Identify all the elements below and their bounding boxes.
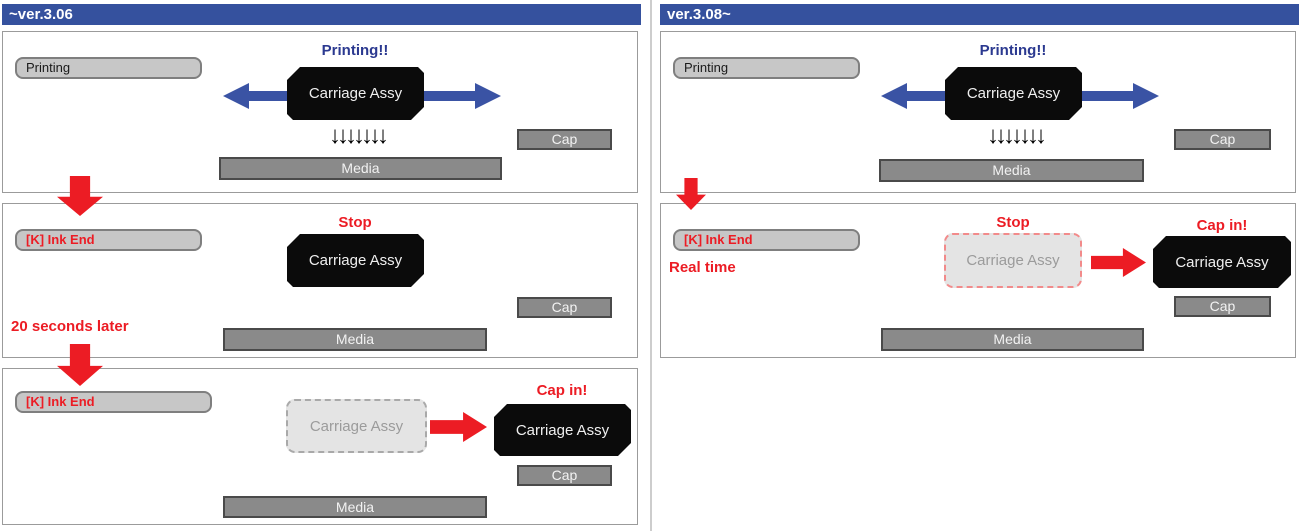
carriage-assy-box: Carriage Assy xyxy=(945,67,1082,120)
carriage-assy-box: Carriage Assy xyxy=(287,234,424,287)
panel-v306-printing: Printing Printing!! Carriage Assy ↓↓↓↓↓↓… xyxy=(2,31,638,193)
ink-down-arrows-icon: ↓↓↓↓↓↓↓ xyxy=(987,122,1047,149)
ink-down-arrows-icon: ↓↓↓↓↓↓↓ xyxy=(329,122,389,149)
media-bar: Media xyxy=(881,328,1144,351)
capin-title: Cap in! xyxy=(1196,217,1248,234)
panel-v308-inkend-capin: [K] Ink End Real time Stop Carriage Assy… xyxy=(660,203,1296,358)
panel-v306-inkend-stop: [K] Ink End Stop Carriage Assy Cap Media… xyxy=(2,203,638,358)
carriage-assy-box: Carriage Assy xyxy=(1153,236,1291,288)
header-ver306: ~ver.3.06 xyxy=(2,4,641,25)
status-label: Printing xyxy=(673,57,860,79)
carriage-assy-box: Carriage Assy xyxy=(287,67,424,120)
stop-title: Stop xyxy=(996,214,1030,231)
media-bar: Media xyxy=(223,496,487,518)
timing-note: Real time xyxy=(669,259,736,276)
move-right-arrow-icon xyxy=(430,412,487,442)
panel-v308-printing: Printing Printing!! Carriage Assy ↓↓↓↓↓↓… xyxy=(660,31,1296,193)
header-ver308: ver.3.08~ xyxy=(660,4,1299,25)
media-bar: Media xyxy=(223,328,487,351)
carriage-assy-ghost-box: Carriage Assy xyxy=(944,233,1082,288)
state-title: Printing!! xyxy=(321,42,389,59)
media-bar: Media xyxy=(219,157,502,180)
state-title: Stop xyxy=(338,214,372,231)
state-title: Cap in! xyxy=(536,382,588,399)
timing-note: 20 seconds later xyxy=(11,318,129,335)
panel-v306-inkend-capin: [K] Ink End Carriage Assy Cap in! Carria… xyxy=(2,368,638,525)
status-label: Printing xyxy=(15,57,202,79)
move-right-arrow-icon xyxy=(1091,248,1146,277)
carriage-assy-ghost-box: Carriage Assy xyxy=(286,399,427,453)
status-label: [K] Ink End xyxy=(673,229,860,251)
cap-box: Cap xyxy=(517,465,612,486)
cap-box: Cap xyxy=(1174,296,1271,317)
carriage-assy-box: Carriage Assy xyxy=(494,404,631,456)
cap-box: Cap xyxy=(1174,129,1271,150)
state-title: Printing!! xyxy=(979,42,1047,59)
media-bar: Media xyxy=(879,159,1144,182)
cap-box: Cap xyxy=(517,129,612,150)
column-divider xyxy=(650,0,652,531)
cap-box: Cap xyxy=(517,297,612,318)
status-label: [K] Ink End xyxy=(15,391,212,413)
status-label: [K] Ink End xyxy=(15,229,202,251)
